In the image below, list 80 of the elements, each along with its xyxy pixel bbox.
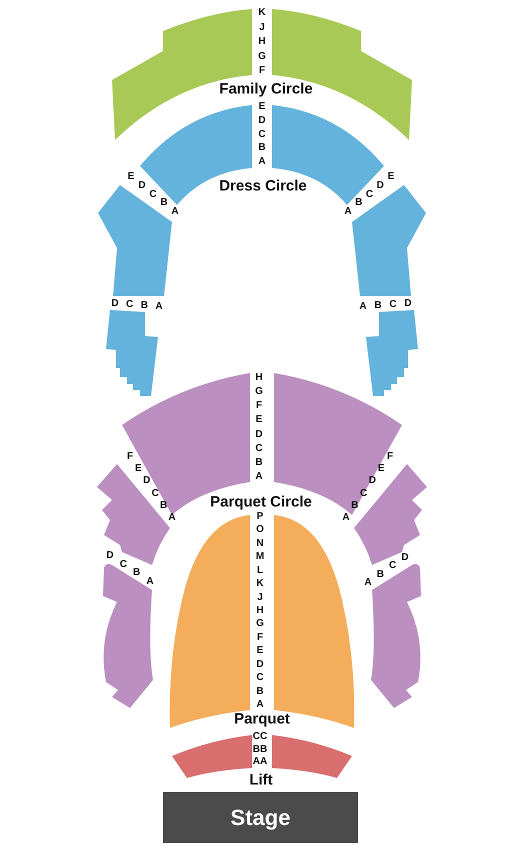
row-letter: D [404,299,412,309]
row-letter: A [171,207,179,217]
row-letter: E [388,172,394,182]
row-letter: C [120,560,127,570]
row-letter: D [106,551,114,561]
row-letter: L [256,566,264,576]
row-letter: C [258,130,266,140]
row-letter: C [366,190,374,200]
row-letter: G [258,52,266,62]
row-letter: B [376,570,384,580]
row-letter: P [256,512,264,522]
row-letter: A [344,207,352,217]
row-letter: C [389,300,397,310]
row-letter: D [255,430,263,440]
row-letter: O [256,525,264,536]
row-letter: G [255,387,263,398]
row-letter: B [355,198,362,208]
row-letter: B [351,500,358,511]
row-letter: J [259,22,265,32]
row-letter: CC [252,732,268,742]
section-label: Family Circle [219,82,313,96]
section-label: Dress Circle [219,178,307,194]
row-letter: B [133,568,140,578]
row-letter: G [256,619,264,630]
row-letter: F [126,452,134,462]
row-letter: K [258,8,266,18]
row-letter: H [258,37,266,47]
row-letter: A [359,302,367,312]
row-letter: C [152,488,159,499]
row-letter: C [256,673,264,684]
row-letter: A [146,577,154,587]
row-letter: H [256,606,264,616]
row-letter: E [256,415,262,426]
stage-block: Stage [163,792,358,843]
row-letter: H [255,373,263,383]
row-letter: D [376,180,384,191]
row-letter: C [149,190,157,200]
section-label: Parquet [234,712,290,726]
row-letter: A [258,157,266,167]
row-letter: E [258,102,266,112]
row-letter: B [258,143,266,154]
row-letter: E [378,464,385,474]
row-letter: D [256,660,264,670]
row-letter: C [360,488,368,499]
row-letter: D [143,476,150,486]
row-letter: B [140,301,148,311]
row-letter: A [364,578,372,588]
row-letter: B [160,500,168,511]
row-letter: B [160,198,168,208]
row-letter: C [389,561,396,572]
row-letter: A [155,302,163,312]
section-label: Lift [249,772,273,788]
row-letter: D [368,476,376,486]
row-letter: F [386,452,394,462]
row-letter: D [401,553,409,563]
row-letter: J [257,592,263,603]
row-letter: F [258,66,266,76]
row-letter: BB [252,744,268,754]
section-label: Parquet Circle [210,494,312,510]
row-letter: K [256,579,264,590]
row-letter: B [255,458,263,468]
row-letter: C [255,444,263,454]
row-letter: A [168,513,176,523]
row-letter: E [135,464,142,474]
row-letter: F [256,401,262,412]
row-letter: A [256,700,264,710]
row-letter: D [138,180,146,191]
row-letter: B [374,301,382,311]
row-letter: M [256,552,264,562]
row-letter: E [128,172,134,182]
row-letter: E [256,646,264,656]
row-letter: C [126,300,134,310]
row-letter: A [255,472,263,482]
row-letter: B [256,686,264,697]
row-letter: N [256,538,264,549]
row-letter: D [111,299,119,309]
row-letter: A [342,513,350,523]
row-letter: D [258,116,266,126]
row-letter: AA [252,757,268,767]
row-letter: F [256,632,264,643]
